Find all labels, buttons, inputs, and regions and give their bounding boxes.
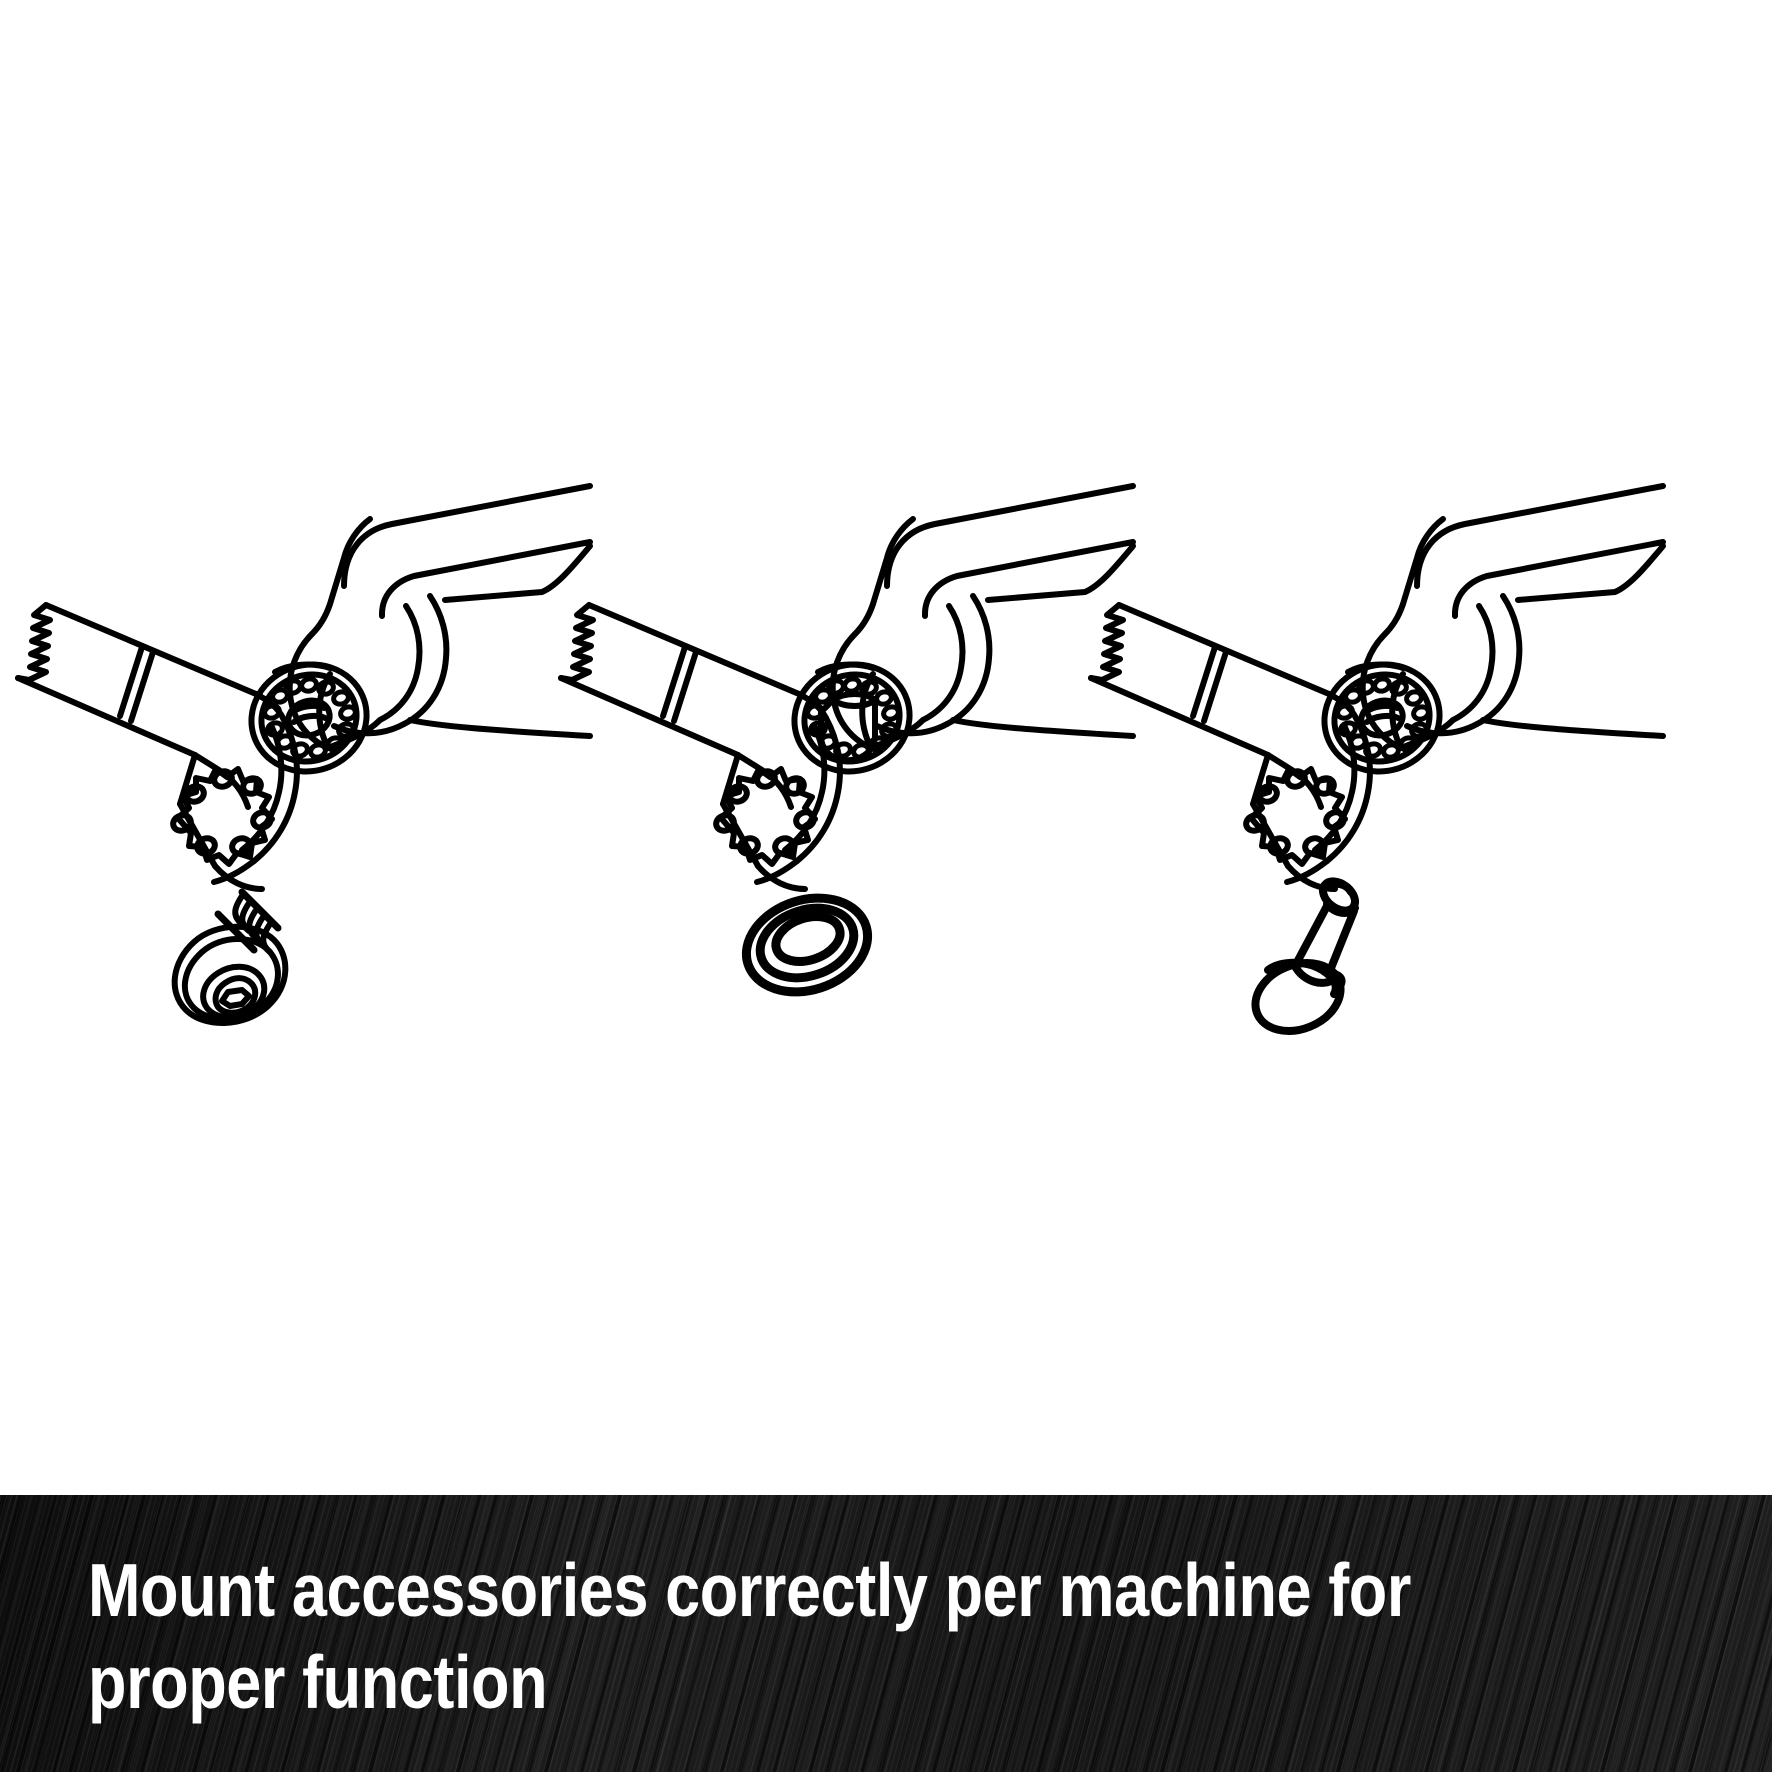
mounting-bolt-icon bbox=[171, 888, 289, 1026]
flange-ring-with-spindle-icon bbox=[791, 661, 913, 775]
flange-ring-icon bbox=[1321, 661, 1443, 775]
illustration-area bbox=[0, 400, 1666, 1035]
quick-release-pin-icon bbox=[1251, 877, 1359, 1035]
diagram-panel-pin-mount bbox=[1063, 400, 1666, 1035]
caption-headline: Mount accessories correctly per machine … bbox=[88, 1548, 1429, 1724]
adapter-washer-ring-icon bbox=[741, 893, 873, 997]
blade-starlock-cutout-icon bbox=[170, 766, 275, 867]
flange-ring-icon bbox=[248, 661, 370, 775]
diagram-panel-ring-mount bbox=[533, 400, 1136, 1000]
saw-blade-icon bbox=[15, 602, 300, 892]
tool-body-icon bbox=[1359, 483, 1666, 751]
saw-blade-icon bbox=[1088, 602, 1373, 892]
caption-banner: Mount accessories correctly per machine … bbox=[0, 1495, 1772, 1772]
blade-starlock-cutout-icon bbox=[713, 766, 818, 867]
saw-blade-icon bbox=[558, 602, 843, 892]
diagram-panel-bolt-mount bbox=[0, 400, 593, 1026]
blade-starlock-cutout-icon bbox=[1243, 766, 1348, 867]
